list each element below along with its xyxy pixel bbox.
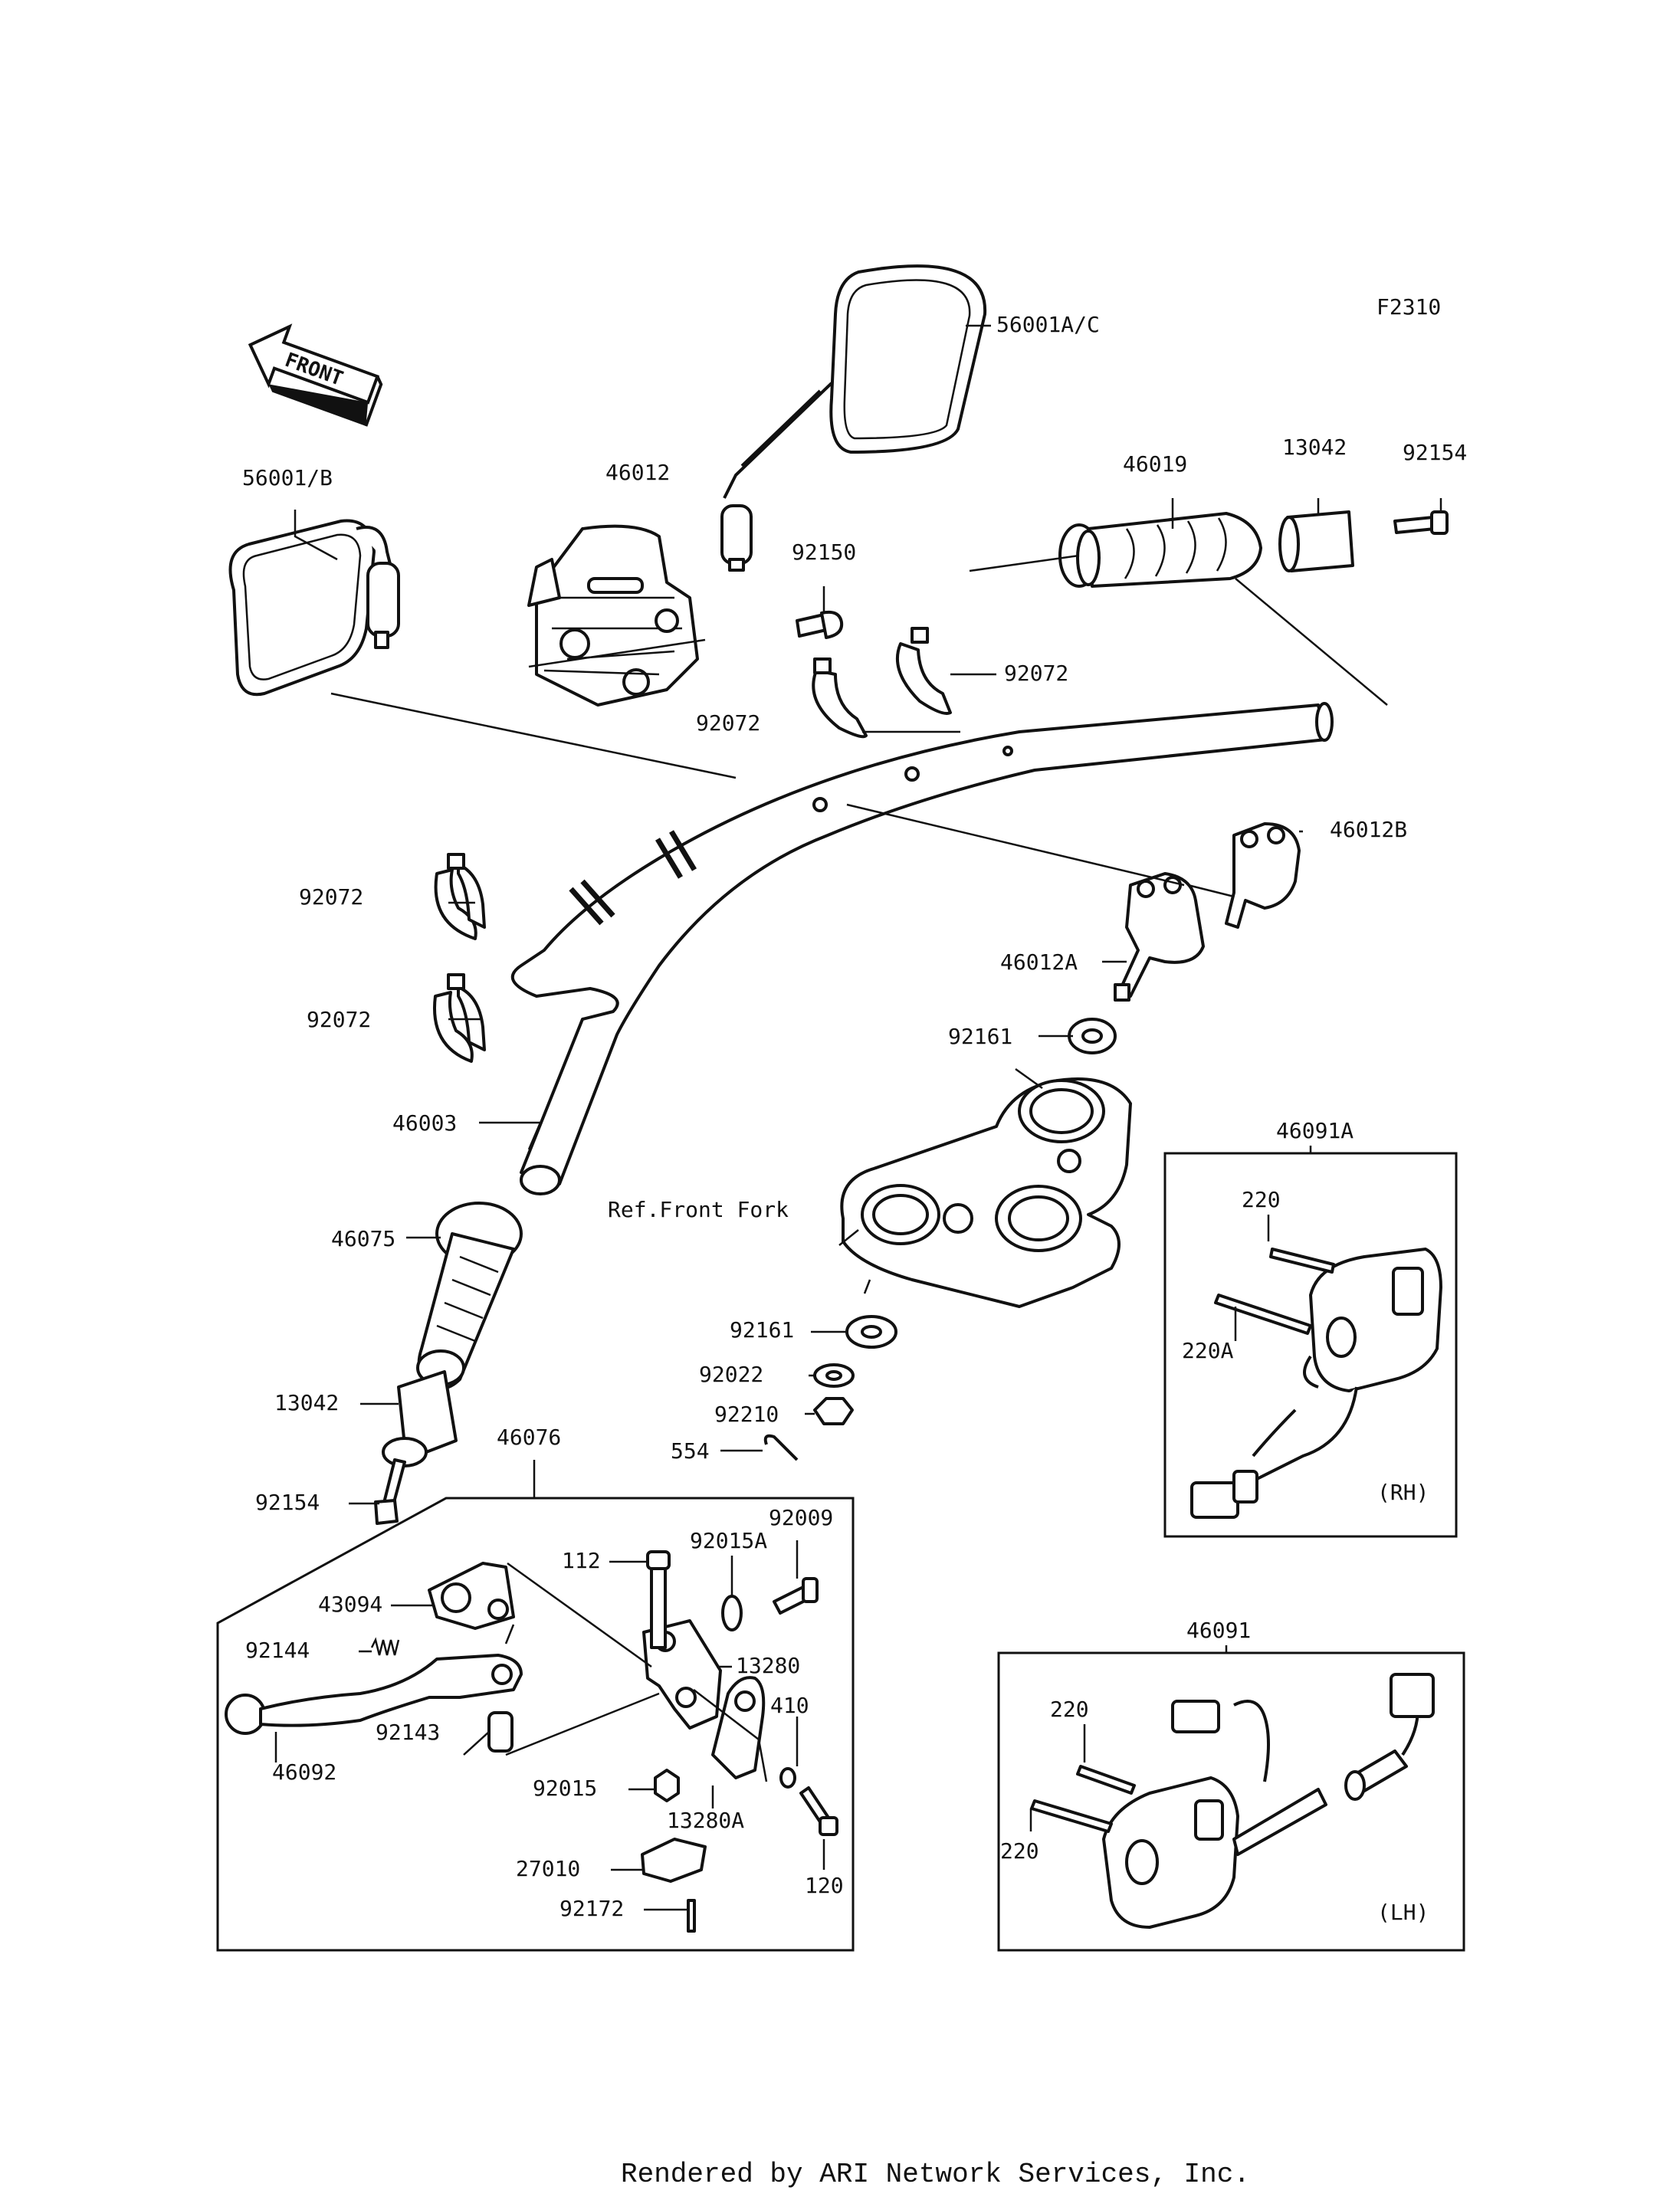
rh-switch-parts bbox=[1190, 1248, 1442, 1519]
label-band-92072-a: 92072 bbox=[1004, 661, 1068, 686]
washer-92022 bbox=[813, 1363, 855, 1388]
label-band-92072-c: 92072 bbox=[299, 884, 363, 910]
label-screw-220-lh1: 220 bbox=[1050, 1697, 1089, 1722]
label-box-lh: (LH) bbox=[1377, 1900, 1429, 1925]
label-screw-220-lh2: 220 bbox=[1000, 1838, 1039, 1864]
label-bolt-112: 112 bbox=[562, 1548, 601, 1573]
label-mirror-lh: 56001/B bbox=[242, 465, 333, 490]
front-direction-arrow: FRONT bbox=[248, 323, 383, 427]
label-washer-top: 92161 bbox=[948, 1024, 1012, 1049]
nut-92210 bbox=[813, 1397, 854, 1425]
label-weight-rh: 13042 bbox=[1282, 434, 1347, 460]
label-washer-92161b: 92161 bbox=[730, 1317, 794, 1343]
label-clamp-46012: 46012 bbox=[605, 460, 670, 485]
label-spring: 92144 bbox=[245, 1638, 310, 1663]
label-lever-assy: 46076 bbox=[497, 1425, 561, 1450]
handlebar-tube bbox=[510, 702, 1334, 1195]
label-weight-lh: 13042 bbox=[274, 1390, 339, 1415]
pin-554 bbox=[763, 1434, 799, 1461]
label-screw-220a: 220A bbox=[1182, 1338, 1234, 1363]
label-box-rh: (RH) bbox=[1377, 1480, 1429, 1505]
weight-right bbox=[1278, 510, 1354, 572]
label-bolt-120: 120 bbox=[805, 1873, 844, 1898]
label-holder-b: 46012B bbox=[1330, 817, 1407, 842]
credit-text: Rendered by ARI Network Services, Inc. bbox=[621, 2159, 1250, 2190]
grip-right bbox=[1058, 512, 1262, 588]
label-screw-220-rh: 220 bbox=[1242, 1187, 1281, 1212]
label-collar-92143: 92143 bbox=[376, 1720, 440, 1745]
label-lever-46092: 46092 bbox=[272, 1759, 336, 1785]
label-holder-a: 46012A bbox=[1000, 949, 1078, 975]
washer-92161-lower bbox=[845, 1315, 897, 1349]
mirror-right bbox=[720, 264, 987, 572]
lh-switch-box bbox=[997, 1651, 1465, 1952]
figure-code: F2310 bbox=[1376, 294, 1441, 320]
label-washer-92022: 92022 bbox=[699, 1362, 763, 1387]
label-grip-lh: 46075 bbox=[331, 1226, 395, 1251]
holder-46012a bbox=[1114, 872, 1205, 1002]
label-grip-rh: 46019 bbox=[1123, 451, 1187, 477]
label-screw-92009: 92009 bbox=[769, 1505, 833, 1530]
label-holder-13280: 13280 bbox=[736, 1653, 800, 1678]
weight-left bbox=[382, 1370, 458, 1467]
label-band-92072-b: 92072 bbox=[696, 710, 760, 736]
label-screw-92172: 92172 bbox=[559, 1896, 624, 1921]
washer-92161-top bbox=[1068, 1018, 1117, 1054]
label-pin-554: 554 bbox=[671, 1438, 710, 1464]
labels: F2310 56001A/C 56001/B 46012 92150 46019… bbox=[242, 294, 1467, 2190]
bands-upper bbox=[812, 627, 952, 739]
grip-left bbox=[416, 1202, 523, 1390]
label-switch-rh: 46091A bbox=[1276, 1118, 1354, 1143]
fork-upper-bracket bbox=[840, 1077, 1132, 1308]
lever-assembly-parts bbox=[225, 1550, 838, 1933]
label-screw-rh: 92154 bbox=[1403, 440, 1467, 465]
bolt-92150 bbox=[796, 610, 844, 639]
label-clamp-13280a: 13280A bbox=[667, 1808, 744, 1833]
label-band-92072-d: 92072 bbox=[307, 1007, 371, 1032]
lever-assembly-box bbox=[216, 1497, 855, 1952]
label-bolt-92150: 92150 bbox=[792, 539, 856, 565]
leader-lines bbox=[274, 324, 1442, 1911]
label-mirror-rh: 56001A/C bbox=[996, 312, 1100, 337]
label-switch-lh: 46091 bbox=[1186, 1618, 1251, 1643]
label-screw-lh: 92154 bbox=[255, 1490, 320, 1515]
label-washer-92015a: 92015A bbox=[690, 1528, 767, 1553]
screw-right bbox=[1393, 510, 1449, 535]
holder-46012b bbox=[1225, 822, 1301, 929]
mirror-left bbox=[228, 519, 400, 697]
clamp-46012 bbox=[527, 524, 699, 707]
label-adjuster: 43094 bbox=[318, 1592, 382, 1617]
label-switch-27010: 27010 bbox=[516, 1856, 580, 1881]
screw-left bbox=[374, 1458, 406, 1525]
label-handlebar: 46003 bbox=[392, 1110, 457, 1136]
lh-switch-parts bbox=[1030, 1673, 1435, 1929]
label-ref-front-fork: Ref.Front Fork bbox=[608, 1197, 789, 1222]
label-nut-92015: 92015 bbox=[533, 1776, 597, 1801]
bands-lower bbox=[433, 853, 486, 1063]
label-nut-92210: 92210 bbox=[714, 1402, 779, 1427]
label-oring-410: 410 bbox=[770, 1693, 809, 1718]
